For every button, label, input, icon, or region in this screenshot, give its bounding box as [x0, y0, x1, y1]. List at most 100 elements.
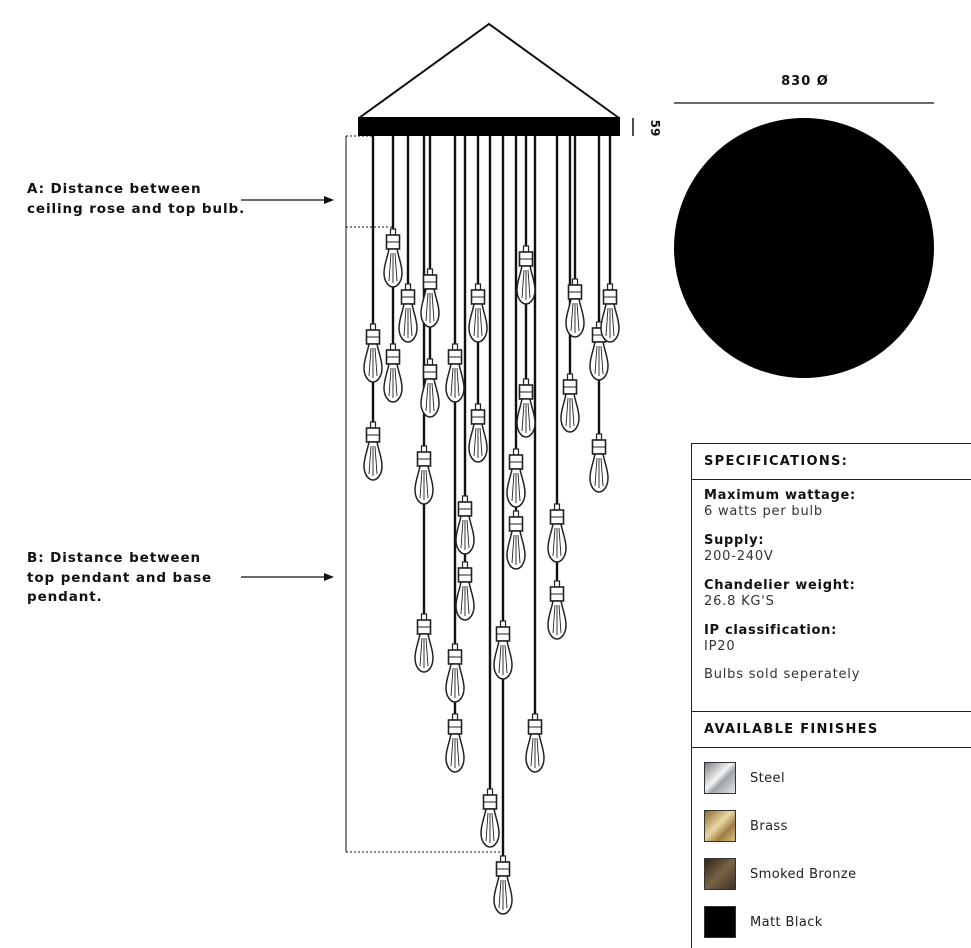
spec-note: Bulbs sold seperately — [704, 667, 861, 682]
bulb-grip — [512, 448, 520, 456]
spec-value: 6 watts per bulb — [704, 504, 823, 519]
bulb-grip — [571, 278, 579, 286]
arrow-a — [241, 196, 334, 204]
specifications-heading: SPECIFICATIONS: — [692, 443, 971, 480]
bulb-filament — [388, 252, 398, 283]
bulb-filament — [552, 527, 562, 558]
diameter-dimension: 830 Ø — [781, 74, 829, 89]
bulb-filament — [498, 644, 508, 675]
finish-name: Matt Black — [750, 914, 823, 930]
bulb-filament — [511, 534, 521, 565]
bulb-grip — [389, 343, 397, 351]
bulb-filament — [605, 307, 615, 338]
finish-name: Brass — [750, 818, 788, 834]
ceiling-rose-canopy — [358, 117, 620, 136]
bulb-grip — [566, 373, 574, 381]
pendant-bulbs — [363, 228, 620, 915]
spec-item-wattage: Maximum wattage: 6 watts per bulb — [704, 488, 971, 520]
pendant-cables — [371, 136, 612, 856]
finishes-heading: AVAILABLE FINISHES — [692, 711, 971, 748]
pendant-bulb — [589, 321, 609, 381]
bulb-grip — [426, 268, 434, 276]
pendant-bulb — [493, 855, 513, 915]
arrow-head — [324, 196, 334, 204]
bulb-grip — [606, 283, 614, 291]
pendant-bulb — [589, 433, 609, 493]
spec-title: Chandelier weight: — [704, 578, 856, 593]
finish-swatch — [704, 762, 736, 794]
bulb-filament — [530, 737, 540, 768]
bulb-grip — [474, 403, 482, 411]
finish-swatch — [704, 810, 736, 842]
pendant-bulb — [525, 713, 545, 773]
pendant-bulb — [468, 283, 488, 343]
finish-option-smoked-bronze[interactable]: Smoked Bronze — [704, 858, 971, 890]
bulb-filament — [419, 637, 429, 668]
bulb-filament — [460, 519, 470, 550]
bulb-grip — [404, 283, 412, 291]
spec-title: Supply: — [704, 533, 765, 548]
pendant-bulb — [600, 283, 620, 343]
finishes-panel: AVAILABLE FINISHES Steel Brass Smoked Br… — [691, 711, 971, 948]
pendant-bulb — [516, 378, 536, 438]
pendant-bulb — [383, 343, 403, 403]
bulb-grip — [553, 503, 561, 511]
pendant-bulb — [445, 713, 465, 773]
pendant-bulb — [420, 358, 440, 418]
finish-option-steel[interactable]: Steel — [704, 762, 971, 794]
finish-swatch — [704, 858, 736, 890]
bulb-filament — [552, 604, 562, 635]
specifications-panel: SPECIFICATIONS: Maximum wattage: 6 watts… — [691, 443, 971, 711]
spec-value: 200-240V — [704, 549, 774, 564]
bulb-filament — [498, 879, 508, 910]
bulb-grip — [451, 713, 459, 721]
spec-value: 26.8 KG'S — [704, 594, 775, 609]
bulb-filament — [403, 307, 413, 338]
pendant-bulb — [398, 283, 418, 343]
spec-value: IP20 — [704, 639, 736, 654]
finish-option-matt-black[interactable]: Matt Black — [704, 906, 971, 938]
pendant-bulb — [506, 448, 526, 508]
spec-title: IP classification: — [704, 623, 838, 638]
bulb-filament — [594, 345, 604, 376]
pendant-bulb — [420, 268, 440, 328]
pendant-bulb — [383, 228, 403, 288]
bulb-grip — [531, 713, 539, 721]
canopy-hanging-wires — [358, 22, 620, 119]
bulb-filament — [565, 397, 575, 428]
finish-name: Smoked Bronze — [750, 866, 857, 882]
bulb-grip — [389, 228, 397, 236]
bulb-filament — [511, 472, 521, 503]
canopy-height-dimension: 59 — [648, 119, 662, 137]
bulb-filament — [368, 445, 378, 476]
pendant-bulb — [455, 495, 475, 555]
pendant-bulb — [493, 620, 513, 680]
pendant-bulb — [506, 510, 526, 570]
bulb-grip — [486, 788, 494, 796]
pendant-bulb — [414, 613, 434, 673]
pendant-bulb — [560, 373, 580, 433]
bulb-filament — [388, 367, 398, 398]
pendant-bulb — [455, 561, 475, 621]
label-distance-b: B: Distance between top pendant and base… — [27, 550, 213, 605]
bulb-grip — [499, 620, 507, 628]
finish-option-brass[interactable]: Brass — [704, 810, 971, 842]
pendant-bulb — [547, 580, 567, 640]
bulb-grip — [553, 580, 561, 588]
bulb-grip — [420, 613, 428, 621]
bulb-filament — [460, 585, 470, 616]
spec-title: Maximum wattage: — [704, 488, 856, 503]
bulb-grip — [420, 445, 428, 453]
finish-name: Steel — [750, 770, 785, 786]
arrow-head — [324, 573, 334, 581]
bulb-filament — [473, 307, 483, 338]
bulb-grip — [499, 855, 507, 863]
pendant-bulb — [565, 278, 585, 338]
pendant-bulb — [414, 445, 434, 505]
bulb-grip — [426, 358, 434, 366]
bulb-grip — [522, 378, 530, 386]
pendant-bulb — [468, 403, 488, 463]
bulb-filament — [485, 812, 495, 843]
bulb-grip — [369, 421, 377, 429]
